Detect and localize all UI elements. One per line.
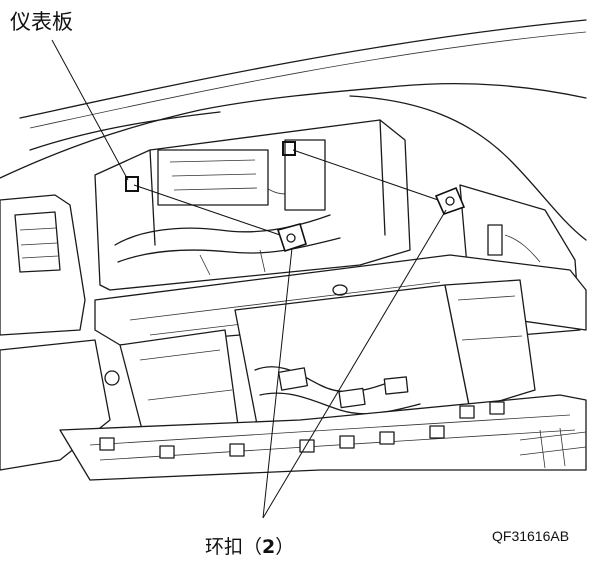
left-side-panel <box>0 194 86 336</box>
left-vent <box>14 211 61 273</box>
dashboard-contour <box>29 95 587 241</box>
dashboard-label: 仪表板 <box>10 10 73 34</box>
clip-leader-line-1 <box>262 247 293 519</box>
clip-count: 2 <box>262 536 276 558</box>
clip-label: 环扣（2） <box>205 532 294 559</box>
clip-label-close: ） <box>275 536 295 558</box>
dashboard-top-outline <box>0 83 587 179</box>
clip-hole-left <box>125 176 139 192</box>
clip-leader-line-2 <box>262 209 447 519</box>
windshield-inner-line <box>29 31 587 129</box>
clip-hole-right <box>282 141 296 156</box>
clip-arrow-left <box>133 184 284 237</box>
clip-left <box>276 223 307 253</box>
cluster-mount-plate <box>157 149 269 206</box>
lower-clips-row <box>99 401 505 459</box>
clip-label-text: 环扣（ <box>205 536 263 558</box>
clip-right <box>434 186 466 215</box>
lower-front-trim <box>59 394 587 481</box>
center-cable-bundle <box>254 366 396 393</box>
clip-arrow-right <box>292 149 445 203</box>
cluster-bracket <box>284 139 326 211</box>
windshield-edge <box>19 19 587 119</box>
right-lower-column <box>444 279 536 411</box>
dashboard-leader-line <box>51 39 129 181</box>
figure-code: QF31616AB <box>492 528 570 544</box>
